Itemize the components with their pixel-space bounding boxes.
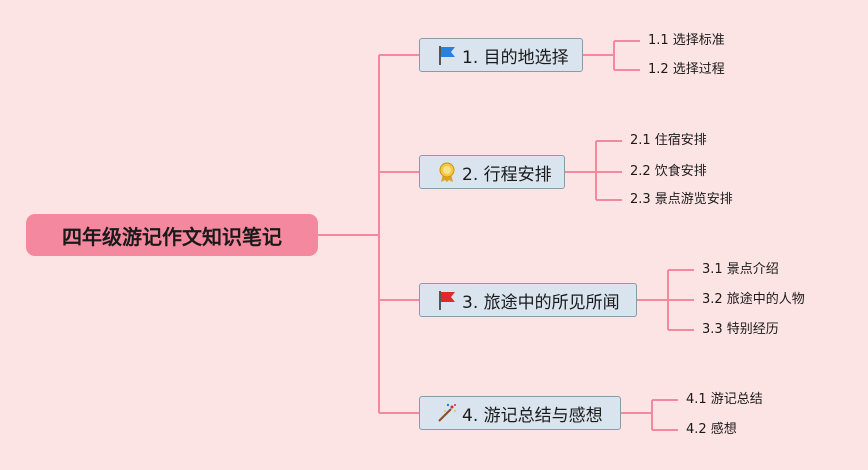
branch-3-label: 3. 旅途中的所见所闻 — [462, 292, 620, 313]
leaf-connector-3 — [637, 269, 694, 331]
leaf-4-1[interactable]: 4.1 游记总结 — [686, 392, 763, 407]
fireworks-icon — [436, 402, 458, 424]
root-topic[interactable]: 四年级游记作文知识笔记 — [26, 214, 318, 256]
leaf-4-2[interactable]: 4.2 感想 — [686, 422, 737, 437]
leaf-2-2[interactable]: 2.2 饮食安排 — [630, 164, 707, 179]
branch-3[interactable]: 3. 旅途中的所见所闻 — [419, 283, 637, 317]
root-title: 四年级游记作文知识笔记 — [62, 224, 282, 249]
leaf-connector-2 — [565, 140, 622, 201]
leaf-connector-1 — [583, 40, 640, 71]
branch-2[interactable]: 2. 行程安排 — [419, 155, 565, 189]
red-flag-icon — [436, 289, 458, 311]
branch-4[interactable]: 4. 游记总结与感想 — [419, 396, 621, 430]
award-ribbon-icon — [436, 161, 458, 183]
leaf-2-3[interactable]: 2.3 景点游览安排 — [630, 192, 733, 207]
leaf-connector-4 — [621, 399, 678, 431]
leaf-3-3[interactable]: 3.3 特别经历 — [702, 322, 779, 337]
leaf-2-1[interactable]: 2.1 住宿安排 — [630, 133, 707, 148]
branch-2-label: 2. 行程安排 — [462, 164, 552, 185]
blue-flag-icon — [436, 44, 458, 66]
leaf-3-1[interactable]: 3.1 景点介绍 — [702, 262, 779, 277]
leaf-1-1[interactable]: 1.1 选择标准 — [648, 33, 725, 48]
branch-1[interactable]: 1. 目的地选择 — [419, 38, 583, 72]
branch-1-label: 1. 目的地选择 — [462, 47, 569, 68]
leaf-3-2[interactable]: 3.2 旅途中的人物 — [702, 292, 805, 307]
leaf-1-2[interactable]: 1.2 选择过程 — [648, 62, 725, 77]
branch-4-label: 4. 游记总结与感想 — [462, 405, 603, 426]
